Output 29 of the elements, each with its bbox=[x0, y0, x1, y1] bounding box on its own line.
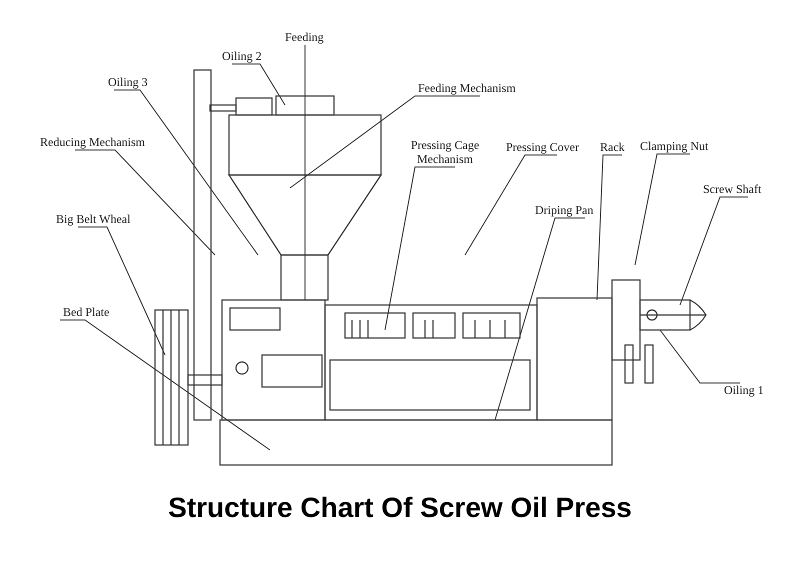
leader-line bbox=[304, 44, 306, 300]
callout-label: Feeding bbox=[285, 30, 324, 44]
callout-label: Driping Pan bbox=[535, 203, 594, 217]
callout-label: Feeding Mechanism bbox=[418, 81, 516, 95]
chart-title: Structure Chart Of Screw Oil Press bbox=[167, 492, 633, 524]
leader-line bbox=[290, 96, 480, 188]
callout-label: Bed Plate bbox=[63, 305, 110, 319]
callout-label: Oiling 3 bbox=[108, 75, 148, 89]
callout-label: Pressing Cage Mechanism bbox=[405, 138, 485, 166]
callout-label: Screw Shaft bbox=[703, 182, 762, 196]
callout-label: Big Belt Wheal bbox=[56, 212, 130, 226]
leader-line bbox=[74, 150, 216, 256]
leader-line bbox=[78, 226, 166, 356]
callout-label: Oiling 2 bbox=[222, 49, 262, 63]
callout-label: Clamping Nut bbox=[640, 139, 708, 153]
leader-line bbox=[634, 154, 690, 266]
leader-line bbox=[660, 330, 740, 384]
callout-label: Pressing Cover bbox=[506, 140, 579, 154]
callout-label: Reducing Mechanism bbox=[40, 135, 145, 149]
leader-line bbox=[464, 154, 558, 256]
leader-line bbox=[596, 154, 622, 300]
leader-line bbox=[494, 218, 586, 420]
callout-label: Oiling 1 bbox=[724, 383, 764, 397]
callout-label: Rack bbox=[600, 140, 625, 154]
leader-line bbox=[60, 320, 270, 450]
leader-line bbox=[232, 64, 286, 106]
leader-line bbox=[680, 196, 748, 306]
leader-line bbox=[384, 166, 456, 330]
leader-line bbox=[114, 90, 258, 256]
